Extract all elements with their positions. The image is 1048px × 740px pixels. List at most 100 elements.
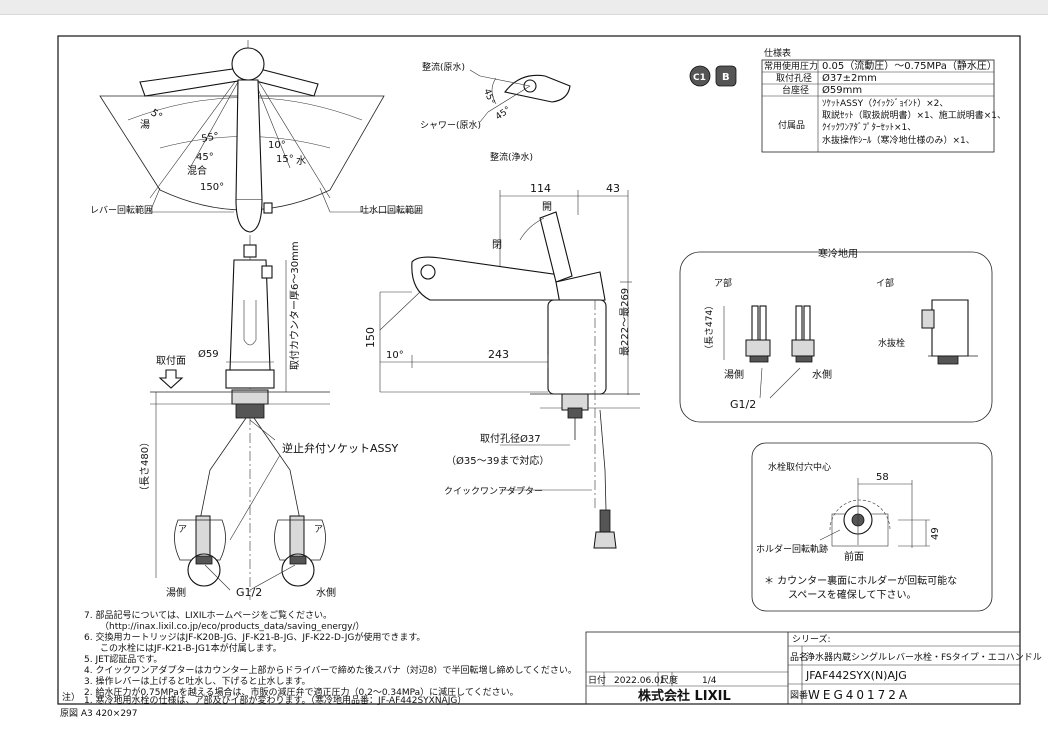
- accessory-2: ｸｲｯｸﾜﾝｱﾀﾞﾌﾟﾀｰｾｯﾄ×1、: [822, 122, 916, 133]
- spec-row1-label: 取付孔径: [776, 72, 812, 84]
- seiryu-gen-label: 整流(原水): [422, 61, 465, 73]
- label-close: 閉: [492, 239, 502, 251]
- hole-diameter: 取付孔径Ø37: [480, 432, 541, 445]
- cold-length-474: （長さ474）: [704, 301, 715, 354]
- hole-range: （Ø35～39まで対応）: [446, 454, 549, 467]
- seiryu-jou-label: 整流(浄水): [490, 151, 533, 163]
- drawing-number: WEG40172A: [808, 688, 910, 702]
- dim-58: 58: [876, 472, 889, 483]
- accessory-1: 取説ｾｯﾄ（取扱説明書）×1、施工説明書×1、: [822, 109, 1006, 121]
- scale-value: 1/4: [702, 676, 717, 686]
- cold-g12: G1/2: [730, 398, 756, 411]
- notes-label: 注）: [62, 691, 80, 703]
- note-7-url: （http://inax.lixil.co.jp/eco/products_da…: [100, 621, 365, 632]
- date-value: 2022.06.01: [614, 676, 666, 686]
- angle-150: 150°: [200, 182, 224, 193]
- front-g12: G1/2: [236, 586, 262, 599]
- spec-row0-label: 常用使用圧力: [764, 60, 818, 72]
- check-valve-label: 逆止弁付ソケットASSY: [282, 441, 398, 455]
- drawing-label: 図番: [790, 689, 808, 701]
- company-name: 株式会社 LIXIL: [638, 688, 731, 704]
- cold-region-frame: [679, 251, 993, 423]
- spec-title: 仕様表: [764, 47, 791, 59]
- spec-row2-label: 台座径: [782, 84, 809, 96]
- note-4: 4. クイックワンアダプターはカウンター上部からドライバーで締めた後スパナ（対辺…: [84, 664, 577, 676]
- counter-thickness: 取付カウンター厚6～30mm: [288, 241, 301, 370]
- side-view: [379, 190, 640, 549]
- note-5: 5. JET認証品です。: [84, 653, 162, 665]
- faucet-side-body: [547, 299, 607, 395]
- lever-range-label: レバー回転範囲: [90, 204, 153, 216]
- front-hot-side: 湯側: [166, 586, 186, 599]
- paper-size-footer: 原図 A3 420×297: [60, 708, 138, 719]
- dim-43: 43: [606, 182, 620, 195]
- spec-table: [689, 59, 995, 153]
- dim-243: 243: [488, 348, 509, 361]
- angle-45-b: 45°: [494, 105, 513, 122]
- cold-i-part: イ部: [876, 277, 894, 289]
- faucet-top-circle: [231, 47, 265, 81]
- angle-10-side: 10°: [386, 350, 404, 361]
- spec-row2-value: Ø59mm: [822, 84, 862, 96]
- label-water: 水: [296, 155, 306, 167]
- sheet-border: [57, 35, 1021, 705]
- holder-note-1: ＊ カウンター裏面にホルダーが回転可能な: [764, 574, 957, 587]
- series-label: シリーズ:: [792, 633, 831, 645]
- holder-front-label: 前面: [844, 550, 864, 563]
- date-label: 日付: [588, 675, 606, 686]
- scale-label: 尺度: [660, 674, 678, 686]
- label-open: 開: [542, 201, 552, 213]
- dim-49: 49: [930, 527, 941, 540]
- note-6b: この水栓にはJF-K21-B-JG1本が付属します。: [100, 642, 282, 654]
- cold-hot-side: 湯側: [724, 368, 744, 381]
- angle-10: 10°: [268, 140, 286, 151]
- front-view: [150, 235, 330, 600]
- front-a-right: ア: [314, 525, 323, 535]
- note-7: 7. 部品記号については、LIXILホームページをご覧ください。: [84, 609, 332, 621]
- mount-face-label: 取付面: [156, 354, 186, 367]
- holder-box: [751, 442, 993, 612]
- front-water-side: 水側: [316, 586, 336, 599]
- c1-badge: [689, 65, 711, 87]
- series-name: 浄水器内蔵シングルレバー水栓・FSタイプ・エコハンドル: [806, 651, 1042, 663]
- holder-center-label: 水栓取付穴中心: [768, 461, 831, 473]
- note-6: 6. 交換用カートリッジはJF-K20B-JG、JF-K21-B-JG、JF-K…: [84, 631, 425, 643]
- label-hot: 湯: [140, 118, 150, 131]
- accessory-3: 水抜操作ｼｰﾙ（寒冷地仕様のみ）×1、: [822, 134, 975, 146]
- adapter-label: クイックワンアダプター: [444, 485, 543, 497]
- holder-frame: [751, 442, 993, 612]
- spec-row1-value: Ø37±2mm: [822, 72, 877, 84]
- length-480: （長さ480）: [139, 437, 151, 496]
- name-label: 品名: [790, 651, 808, 663]
- shower-mode-view: [469, 69, 571, 123]
- top-view: [99, 40, 420, 233]
- spec-row0-value: 0.05（流動圧）～0.75MPa（静水圧）: [822, 59, 997, 72]
- cold-water-side: 水側: [812, 368, 832, 381]
- angle-45: 45°: [196, 152, 214, 163]
- model-number: JFAF442SYX(N)AJG: [805, 669, 907, 682]
- badge-c1-text: C1: [693, 73, 706, 83]
- spout-side: [411, 256, 563, 301]
- note-2: 2. 給水圧力が0.75MPaを越える場合は、市販の減圧弁で適正圧力（0.2～0…: [84, 686, 519, 698]
- drain-plug-label: 水抜栓: [878, 337, 905, 349]
- title-block: [585, 631, 1021, 705]
- cold-title: 寒冷地用: [818, 247, 858, 260]
- dim-269: 最222～最269: [619, 288, 631, 356]
- label-mix: 混合: [187, 164, 207, 177]
- dim-d59: Ø59: [198, 348, 219, 360]
- accessory-0: ｿｹｯﾄASSY（ｸｲｯｸｼﾞｮｲﾝﾄ）×2、: [822, 98, 948, 109]
- holder-track-label: ホルダー回転軌跡: [756, 543, 828, 555]
- dim-114: 114: [530, 182, 551, 195]
- dim-150: 150: [364, 327, 377, 348]
- holder-note-2: スペースを確保して下さい。: [788, 588, 917, 601]
- angle-45-a: 45°: [481, 88, 496, 106]
- badge-b-text: B: [722, 72, 730, 83]
- note-1: 1. 寒冷地用水栓の仕様は、ア部及びイ部が変わります。（寒冷地用品番：JF-AF…: [84, 694, 466, 706]
- angle-55: 55°: [201, 131, 220, 145]
- cold-a-part: ア部: [714, 277, 732, 289]
- angle-15: 15°: [276, 154, 294, 165]
- note-3: 3. 操作レバーは上げると吐水し、下げると止水します。: [84, 675, 311, 687]
- angle-5: 5°: [148, 107, 164, 123]
- spout-range-label: 吐水口回転範囲: [360, 204, 423, 216]
